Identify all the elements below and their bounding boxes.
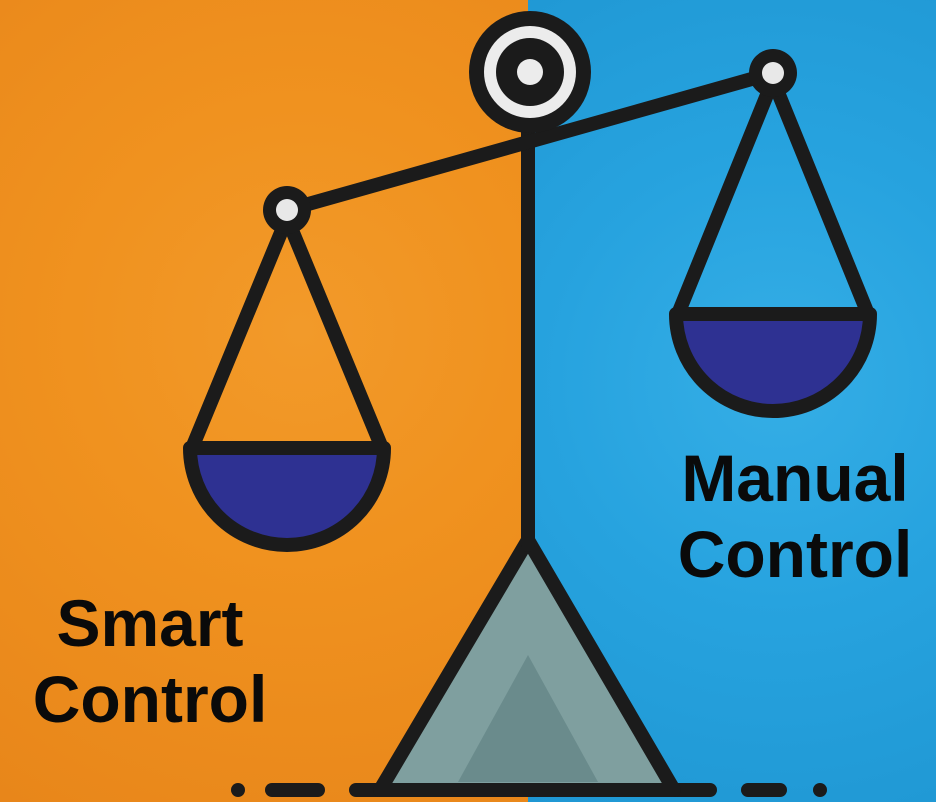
right-hinge: [749, 49, 797, 97]
manual-control-label: Manual Control: [660, 440, 930, 592]
smart-control-line-1: Smart: [56, 586, 244, 660]
smart-control-label: Smart Control: [0, 585, 300, 737]
manual-control-line-2: Control: [677, 517, 913, 591]
left-pan: [183, 211, 391, 552]
right-pan: [669, 73, 877, 418]
left-hinge: [263, 186, 311, 234]
scale-base-shadow: [458, 655, 598, 782]
manual-control-line-1: Manual: [681, 441, 909, 515]
orange-background-panel: [0, 0, 528, 802]
smart-control-line-2: Control: [32, 662, 268, 736]
scale-beam: [280, 66, 780, 217]
top-pivot: [469, 11, 591, 133]
